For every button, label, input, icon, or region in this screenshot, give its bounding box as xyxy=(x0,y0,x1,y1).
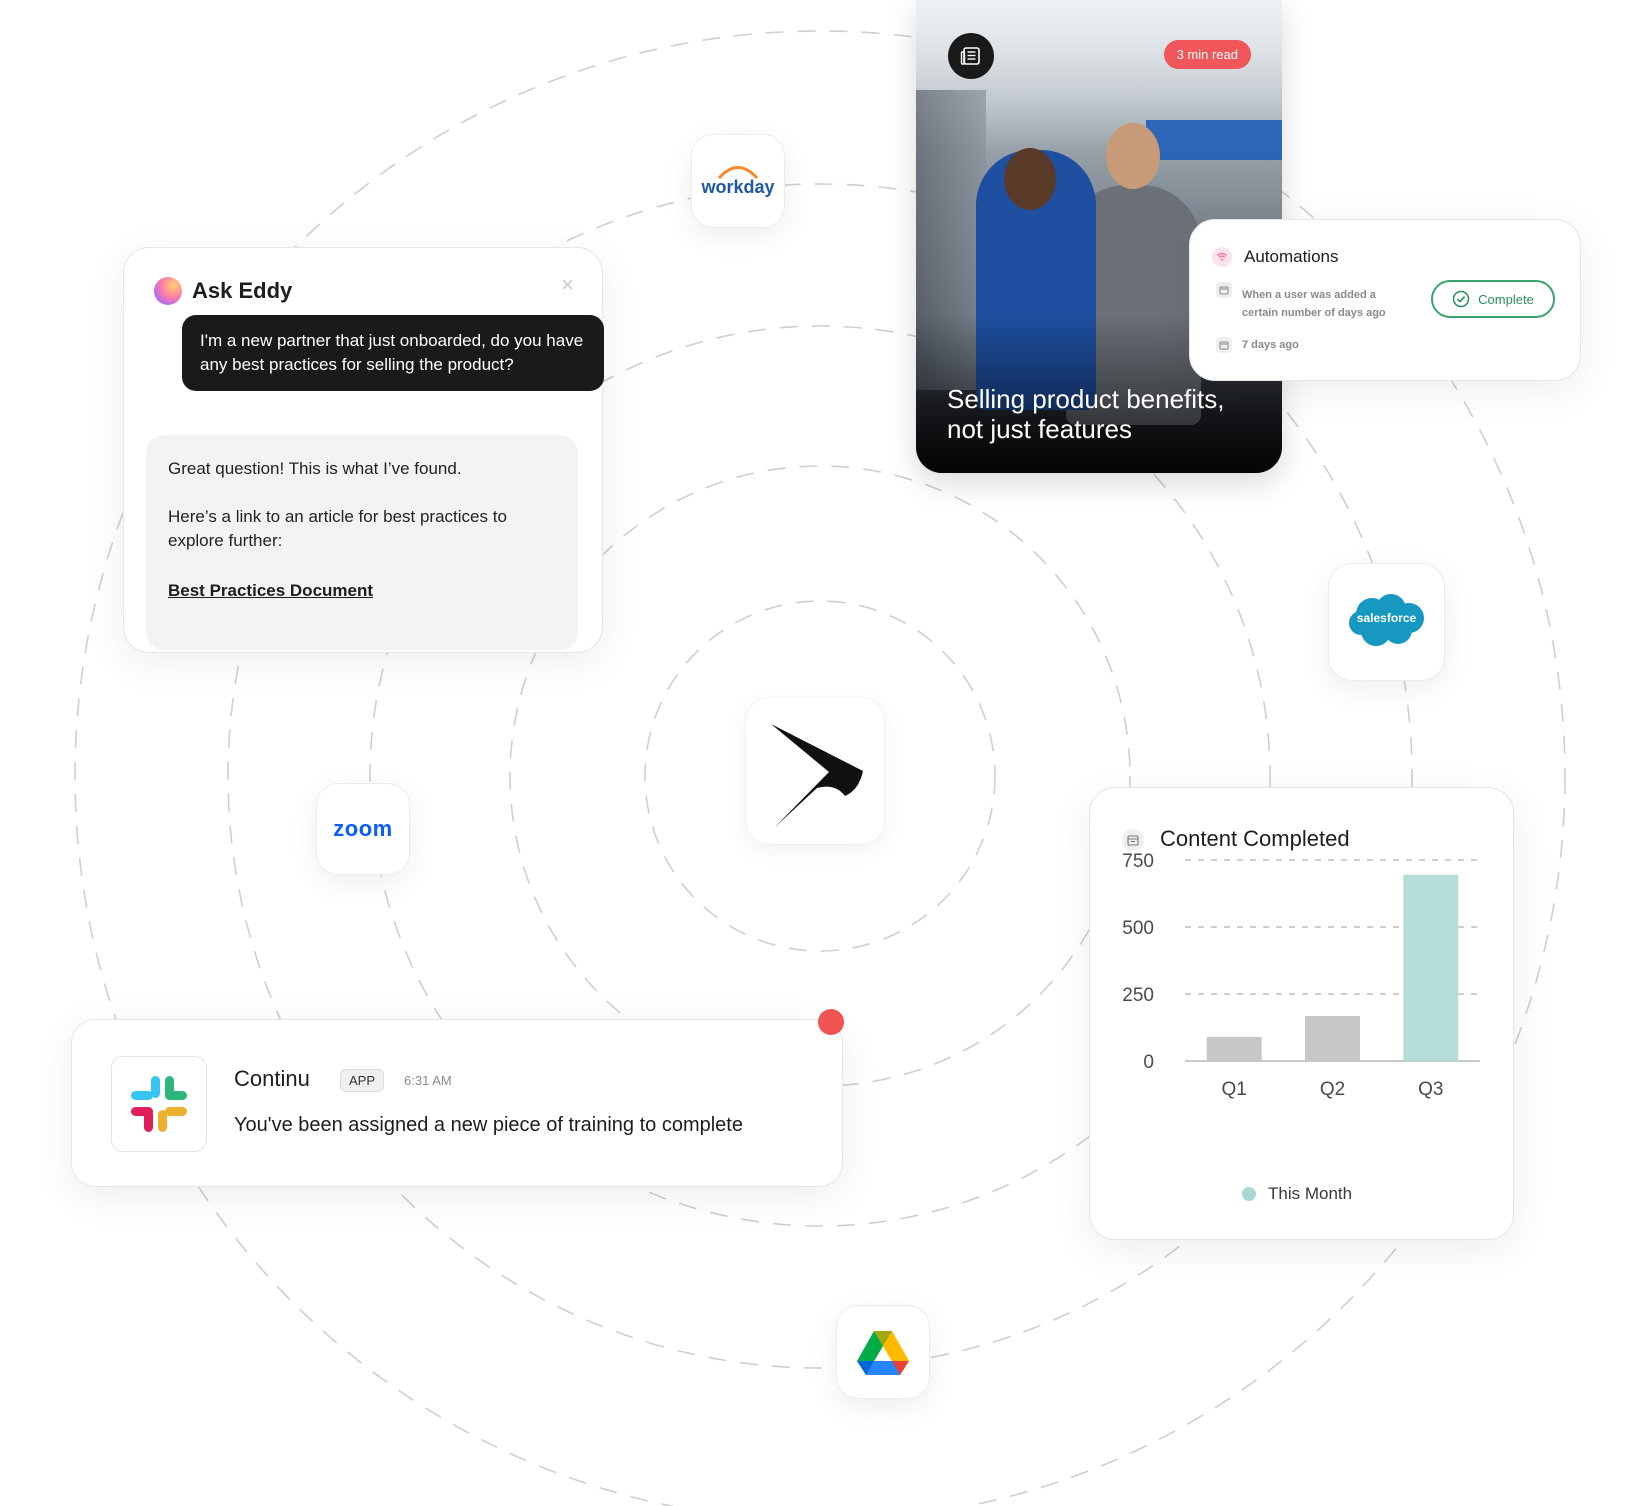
notification-sender: Continu xyxy=(234,1066,310,1091)
y-tick-label: 500 xyxy=(1122,918,1154,939)
notification-time: 6:31 AM xyxy=(404,1073,452,1088)
calendar-icon xyxy=(1216,337,1232,353)
calendar-icon xyxy=(1216,282,1232,298)
check-circle-icon xyxy=(1452,290,1470,308)
automations-title: Automations xyxy=(1244,247,1339,266)
chart-legend: This Month xyxy=(1242,1184,1352,1204)
zoom-integration-tile[interactable]: zoom xyxy=(316,783,410,875)
read-time-badge: 3 min read xyxy=(1163,40,1251,69)
user-question-bubble: I'm a new partner that just onboarded, d… xyxy=(182,315,604,391)
complete-button-label: Complete xyxy=(1478,291,1534,307)
wifi-icon xyxy=(1212,247,1232,267)
answer-line-1: Great question! This is what I’ve found. xyxy=(168,459,462,478)
salesforce-logo: salesforce xyxy=(1356,611,1417,625)
answer-line-2: Here’s a link to an article for best pra… xyxy=(168,507,507,550)
legend-label: This Month xyxy=(1268,1184,1353,1203)
ask-eddy-title: Ask Eddy xyxy=(192,278,293,303)
app-badge: APP xyxy=(340,1069,385,1092)
article-headline: Selling product benefits, not just featu… xyxy=(947,384,1225,444)
newspaper-icon xyxy=(948,33,994,79)
workday-arc-icon xyxy=(717,166,759,179)
automation-time-text: 7 days ago xyxy=(1242,339,1299,351)
workday-logo: workday xyxy=(701,176,775,197)
x-tick-label: Q1 xyxy=(1221,1079,1246,1100)
best-practices-link[interactable]: Best Practices Document xyxy=(168,581,374,600)
salesforce-cloud-icon xyxy=(1349,594,1424,646)
slack-notification-card[interactable]: Continu APP 6:31 AM You've been assigned… xyxy=(71,1019,843,1187)
continu-logo xyxy=(771,724,863,826)
salesforce-integration-tile[interactable]: salesforce xyxy=(1328,563,1445,681)
article-photo-head xyxy=(1106,123,1160,189)
workday-integration-tile[interactable]: workday xyxy=(691,134,785,228)
chart-title: Content Completed xyxy=(1160,826,1350,851)
notification-message: You've been assigned a new piece of trai… xyxy=(234,1114,743,1136)
eddy-avatar xyxy=(154,277,182,305)
google-drive-icon xyxy=(857,1331,909,1375)
complete-button[interactable]: Complete xyxy=(1431,280,1555,318)
x-tick-label: Q3 xyxy=(1418,1079,1443,1100)
google-drive-integration-tile[interactable] xyxy=(836,1305,930,1399)
calendar-icon xyxy=(1122,829,1144,851)
close-icon[interactable]: × xyxy=(561,272,574,297)
automations-card: Automations When a user was added a cert… xyxy=(1189,219,1581,381)
assistant-answer-bubble: Great question! This is what I’ve found.… xyxy=(146,435,578,650)
y-tick-label: 250 xyxy=(1122,985,1154,1006)
article-photo-head xyxy=(1004,148,1056,210)
y-tick-label: 750 xyxy=(1122,851,1154,872)
bar-q2 xyxy=(1305,1015,1360,1061)
zoom-logo: zoom xyxy=(333,816,393,841)
article-card[interactable]: 3 min read Selling product benefits, not… xyxy=(916,0,1282,473)
automation-trigger-text: When a user was added a certain number o… xyxy=(1242,289,1386,319)
bar-q3 xyxy=(1403,874,1459,1061)
legend-swatch xyxy=(1242,1187,1256,1201)
article-photo-bins xyxy=(1146,120,1282,160)
x-tick-label: Q2 xyxy=(1320,1079,1345,1100)
y-tick-label: 0 xyxy=(1143,1052,1154,1073)
ask-eddy-card: Ask Eddy × I'm a new partner that just o… xyxy=(123,247,604,653)
bar-q1 xyxy=(1206,1036,1262,1061)
slack-icon xyxy=(111,1056,207,1152)
unread-indicator xyxy=(818,1009,844,1035)
continu-logo-tile xyxy=(745,697,885,845)
